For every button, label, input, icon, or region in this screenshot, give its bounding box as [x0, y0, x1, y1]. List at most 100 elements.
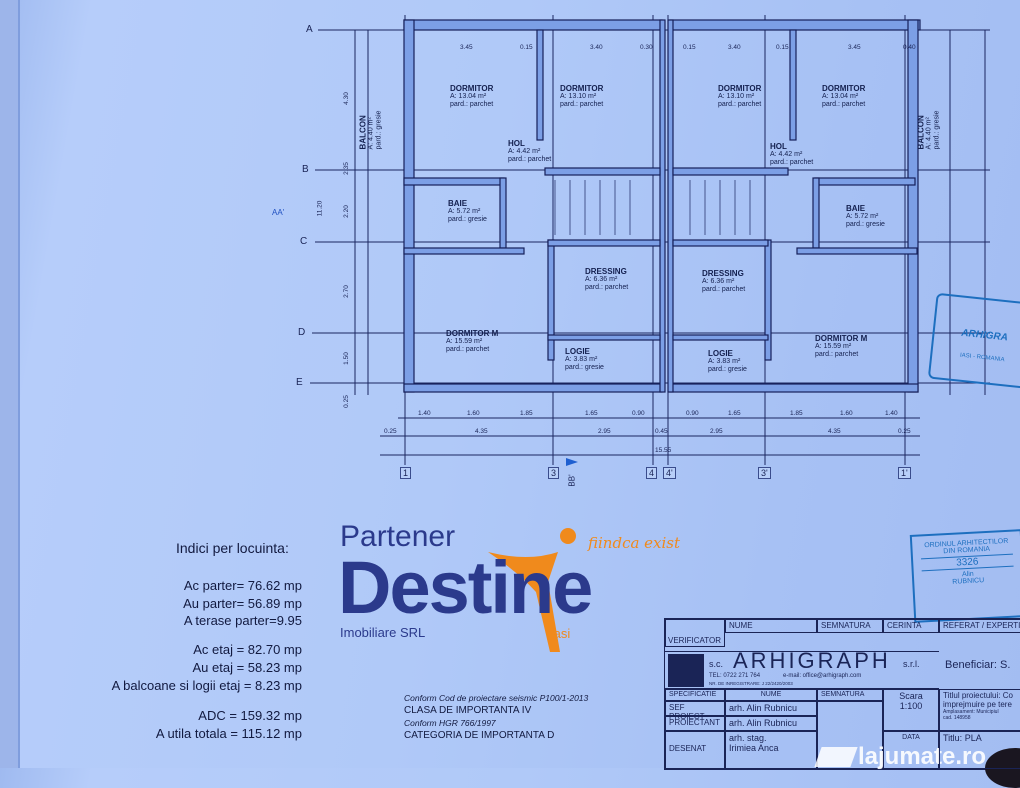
dim: 3.40	[728, 44, 741, 51]
paper-edge	[18, 0, 20, 768]
header-cerinta: CERINTA	[883, 619, 939, 633]
logo-slogan: fiindca exist	[588, 534, 681, 552]
dim: 0.45	[655, 428, 668, 435]
axis-label-3: 3	[548, 467, 560, 479]
logo-city: Iasi	[550, 626, 571, 641]
dim: 1.85	[790, 410, 803, 417]
logo-figure-icon	[488, 528, 576, 652]
dim: 0.15	[776, 44, 789, 51]
axis-label-4: 4	[646, 467, 658, 479]
watermark-text: lajumate.ro	[858, 743, 987, 770]
dim: 11.20	[316, 200, 324, 217]
dim: 1.40	[885, 410, 898, 417]
company-suffix: s.r.l.	[903, 659, 920, 669]
header-referat: REFERAT / EXPERTIZ	[939, 619, 1020, 633]
header-nume2: NUME	[725, 689, 817, 701]
header-semnatura: SEMNATURA	[817, 619, 883, 633]
plansa-value: PLA	[964, 733, 982, 743]
dim: 4.30	[342, 92, 350, 105]
header-semnatura2: SEMNATURA	[817, 689, 883, 701]
indici-title: Indici per locuinta:	[176, 540, 289, 556]
section-arrow-icon	[566, 458, 578, 466]
watermark: lajumate.ro	[814, 743, 987, 770]
company-email: e-mail: office@arhigraph.com	[783, 673, 862, 679]
axis-label-c: C	[300, 236, 308, 247]
dim: 0.90	[632, 410, 645, 417]
dim: 0.40	[903, 44, 916, 51]
walls	[403, 19, 921, 393]
dim: 3.45	[460, 44, 473, 51]
axis-label-1: 1	[400, 467, 412, 479]
indici-line: A utila totala = 115.12 mp	[155, 726, 302, 741]
proiectant-name: arh. Alin Rubnicu	[725, 716, 817, 731]
dim: 4.35	[475, 428, 488, 435]
dim: 2.95	[598, 428, 611, 435]
dim: 1.40	[418, 410, 431, 417]
company-reg: NR. DE INREGISTRARE: J 22/2420/2003	[709, 681, 793, 686]
floor-plan	[310, 15, 990, 466]
partener-destine-logo: Partener Destine fiindca exist Imobiliar…	[338, 522, 698, 662]
dim: 1.65	[728, 410, 741, 417]
header-specificatie: SPECIFICATIE	[665, 689, 725, 701]
dim: 1.85	[520, 410, 533, 417]
indici-line: Au etaj = 58.23 mp	[192, 660, 303, 675]
desenat-name: arh. stag.Irimiea Anca	[725, 731, 817, 769]
dim-total: 15.55	[655, 447, 672, 454]
paper-shadow	[0, 0, 18, 768]
indici-line: A balcoane si logii etaj = 8.23 mp	[111, 678, 302, 693]
classification-notes: Conform Cod de proiectare seismic P100/1…	[404, 693, 589, 741]
oar-stamp: ORDINUL ARHITECTILOR DIN ROMANIA 3326 Al…	[909, 529, 1020, 623]
indici-line: Ac etaj = 82.70 mp	[193, 642, 302, 657]
handshake-icon	[814, 746, 858, 767]
dim: 1.50	[342, 352, 350, 365]
dim: 3.40	[590, 44, 603, 51]
company-prefix: s.c.	[709, 659, 724, 669]
dim: 1.60	[467, 410, 480, 417]
label-sef-proiect: SEF PROIECT	[665, 701, 725, 721]
dim: 2.20	[342, 205, 350, 218]
dim: 0.25	[384, 428, 397, 435]
indici-line: ADC = 159.32 mp	[198, 708, 302, 723]
indici-line: Au parter= 56.89 mp	[183, 596, 302, 611]
company-tel: TEL: 0722 271 764	[709, 673, 761, 679]
axis-label-e: E	[296, 377, 303, 388]
verificator-label: VERIFICATOR	[668, 636, 722, 645]
dim: 0.15	[683, 44, 696, 51]
axis-label-3p: 3'	[758, 467, 771, 479]
arhigraph-logo-icon	[668, 654, 704, 687]
axis-label-a: A	[306, 24, 313, 35]
plansa-cell: Titlu: PLA	[939, 731, 1020, 769]
logo-partener: Partener	[340, 520, 456, 553]
axis-label-b: B	[302, 164, 309, 175]
logo-destine: Destine	[338, 546, 593, 629]
dim: 2.35	[342, 162, 350, 175]
section-mark-aa: AA'	[272, 208, 285, 217]
dim: 0.90	[686, 410, 699, 417]
label-proiectant: PROIECTANT	[665, 716, 725, 731]
section-mark-bb: BB'	[567, 474, 577, 487]
plansa-label: Titlu:	[943, 733, 963, 743]
indici-line: Ac parter= 76.62 mp	[183, 578, 302, 593]
dim: 2.70	[342, 285, 350, 298]
label-desenat: DESENAT	[665, 731, 725, 769]
dim: 0.25	[898, 428, 911, 435]
indici-line: A terase parter=9.95	[183, 613, 302, 628]
axis-label-d: D	[298, 327, 306, 338]
beneficiar: Beneficiar: S.	[945, 659, 1011, 671]
stairs	[554, 180, 766, 235]
